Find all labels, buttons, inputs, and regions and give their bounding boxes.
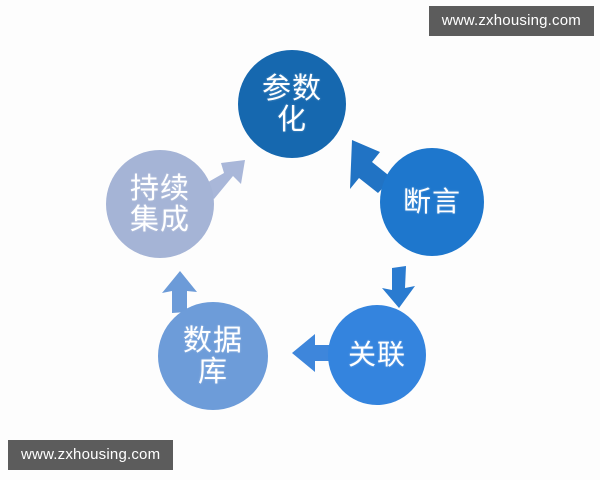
cycle-node-database[interactable]: 数据 库	[158, 302, 268, 410]
cycle-node-continuous-integration[interactable]: 持续 集成	[106, 150, 214, 258]
watermark-bottom-left: www.zxhousing.com	[8, 440, 174, 470]
cycle-node-label: 关联	[347, 337, 406, 371]
arrow-association-to-database	[292, 334, 332, 372]
cycle-node-label: 数据 库	[182, 322, 243, 388]
watermark-top-right: www.zxhousing.com	[428, 6, 594, 36]
cycle-node-parameterization[interactable]: 参数 化	[238, 50, 346, 158]
cycle-node-assertion[interactable]: 断言	[380, 148, 484, 256]
cycle-node-label: 参数 化	[261, 70, 322, 136]
cycle-node-association[interactable]: 关联	[328, 305, 426, 405]
arrow-assertion-to-association	[382, 266, 415, 308]
cycle-node-label: 持续 集成	[129, 170, 190, 236]
cycle-node-label: 断言	[402, 184, 461, 218]
